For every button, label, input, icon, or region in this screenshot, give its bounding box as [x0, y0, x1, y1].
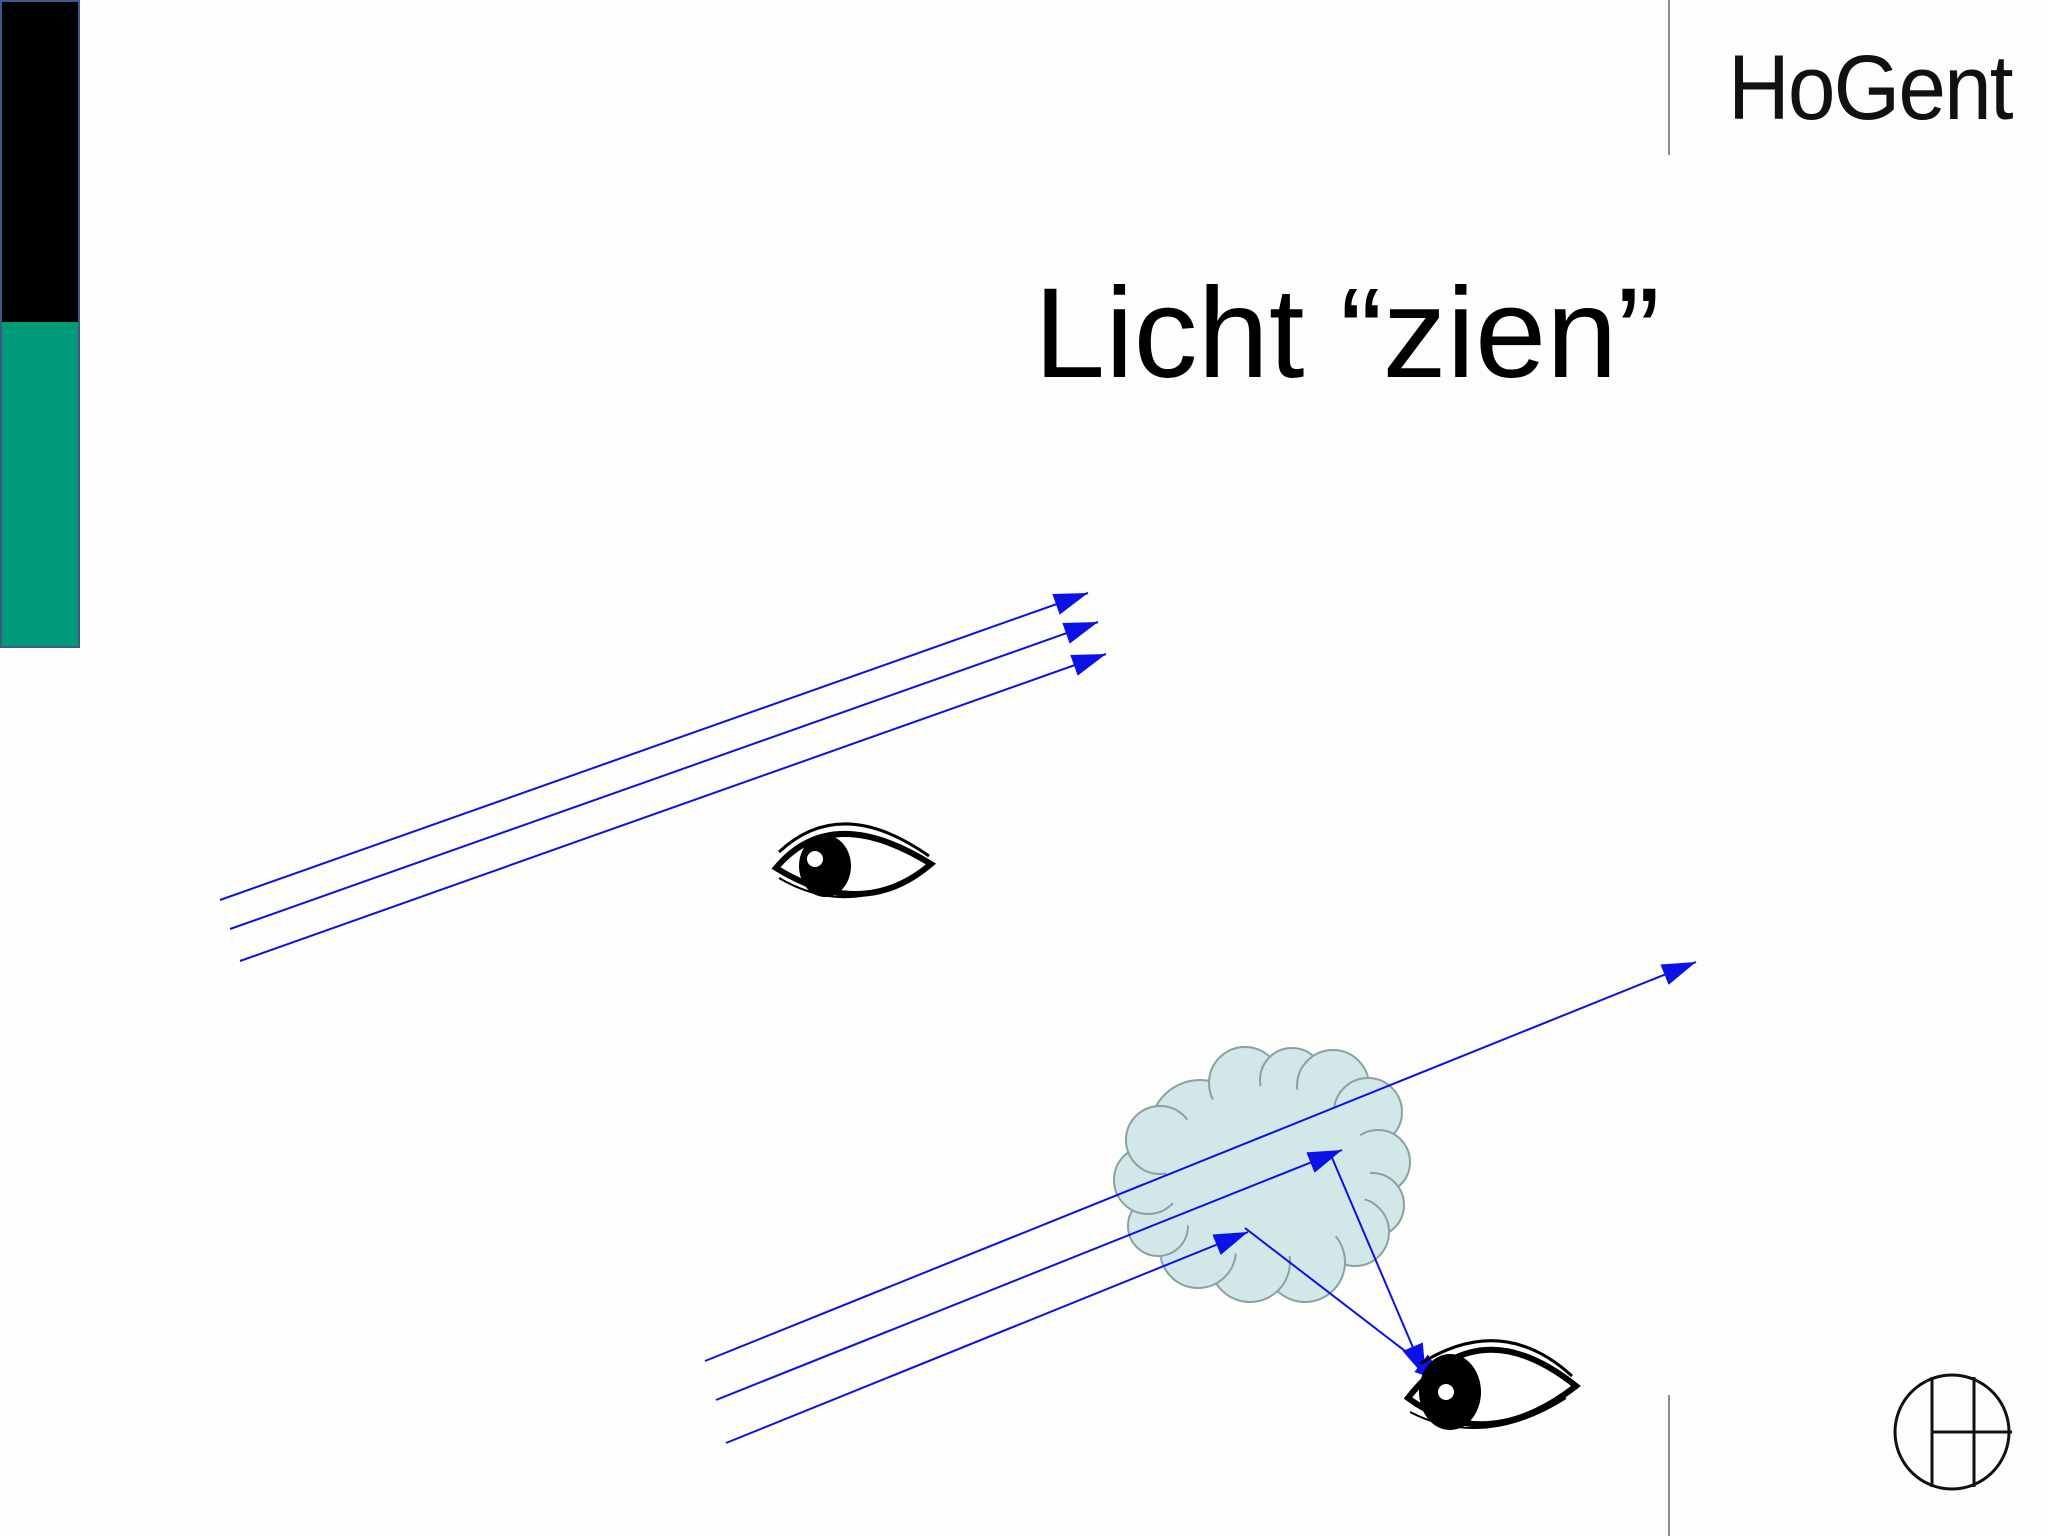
light-ray [715, 1149, 1343, 1401]
side-color-bar [0, 0, 80, 648]
slide-title: Licht “zien” [1034, 262, 1660, 405]
light-ray [239, 653, 1107, 962]
cloud-icon [1113, 1046, 1411, 1303]
eye-icon [1403, 1339, 1581, 1430]
ray-group-lower [704, 961, 1697, 1444]
ray-group-upper [219, 592, 1107, 962]
light-ray [219, 592, 1089, 901]
eye-icon [771, 822, 937, 899]
side-bar-black [2, 2, 78, 322]
light-ray [229, 621, 1099, 930]
hogent-emblem-icon [1893, 1373, 2012, 1491]
bottom-divider-line [1668, 1395, 1670, 1536]
scattered-ray [1329, 1152, 1427, 1379]
top-divider-line [1668, 0, 1670, 155]
side-bar-teal [2, 322, 78, 646]
light-ray [704, 961, 1697, 1362]
light-ray [725, 1231, 1249, 1444]
hogent-logo-text: HoGent [1728, 37, 2014, 139]
